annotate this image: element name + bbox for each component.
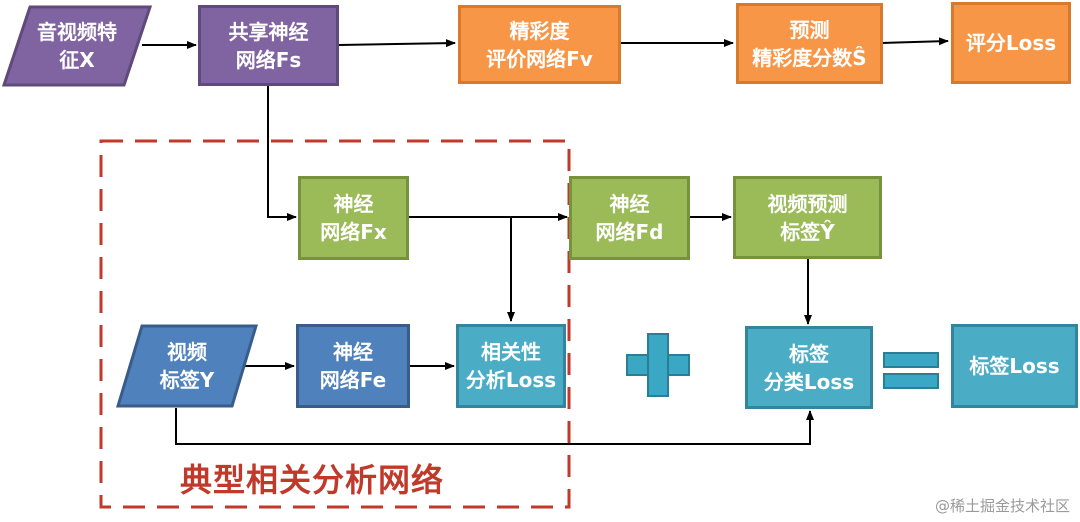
pred-highlight-line2: 精彩度分数Ŝ [752, 45, 867, 70]
video-predicted-label-node: 视频预测 标签Ŷ [733, 176, 882, 259]
score-loss-label: 评分Loss [965, 31, 1057, 55]
video-pred-label-line2: 标签Ŷ [780, 219, 835, 244]
net-fe-line1: 神经 [333, 340, 373, 364]
audio-video-line1: 音视频特 [37, 20, 117, 44]
net-fd-line1: 神经 [609, 192, 650, 216]
label-cls-loss-line2: 分类Loss [763, 369, 855, 394]
arrow-s-to-scoreloss [881, 37, 949, 46]
highlight-eval-line2: 评价网络Fv [486, 46, 593, 71]
net-fd-line2: 网络Fd [595, 220, 664, 244]
plus-icon [626, 333, 690, 397]
arrow-y-to-clsloss [175, 408, 814, 445]
audio-video-line2: 征X [59, 48, 95, 72]
label-cls-loss-line1: 标签 [789, 341, 829, 366]
video-label-line1: 视频 [167, 340, 207, 364]
highlight-eval-net-node: 精彩度 评价网络Fv [458, 5, 621, 84]
video-label-line2: 标签Y [159, 368, 215, 392]
correlation-loss-node: 相关性 分析Loss [456, 324, 566, 408]
video-label-y-node: 视频 标签Y [116, 324, 258, 408]
label-classification-loss-node: 标签 分类Loss [745, 326, 873, 409]
net-fx-node: 神经 网络Fx [298, 176, 409, 260]
net-fd-node: 神经 网络Fd [569, 176, 690, 260]
cca-dashed-frame [99, 139, 571, 509]
arrow-fs-to-fx [267, 86, 297, 221]
predicted-highlight-score-node: 预测 精彩度分数Ŝ [736, 3, 883, 84]
audio-video-feature-node: 音视频特 征X [2, 5, 152, 87]
highlight-eval-line1: 精彩度 [509, 18, 570, 43]
shared-net-line2: 网络Fs [235, 47, 302, 72]
cca-network-title: 典型相关分析网络 [180, 461, 445, 499]
corr-loss-line2: 分析Loss [465, 368, 557, 392]
shared-net-fs-node: 共享神经 网络Fs [198, 5, 339, 86]
corr-loss-line1: 相关性 [481, 340, 541, 364]
net-fx-line1: 神经 [333, 192, 374, 216]
net-fe-node: 神经 网络Fe [296, 324, 410, 408]
net-fe-line2: 网络Fe [319, 368, 387, 392]
shared-net-line1: 共享神经 [228, 19, 309, 44]
equals-icon [883, 352, 939, 389]
watermark-text: @稀土掘金技术社区 [934, 497, 1070, 515]
score-loss-node: 评分Loss [951, 2, 1071, 84]
label-loss-label: 标签Loss [969, 354, 1060, 378]
label-loss-node: 标签Loss [951, 324, 1078, 408]
net-fx-line2: 网络Fx [320, 220, 387, 244]
arrow-fs-to-fv [338, 39, 456, 48]
video-pred-label-line1: 视频预测 [767, 191, 848, 216]
pred-highlight-line1: 预测 [789, 17, 830, 42]
